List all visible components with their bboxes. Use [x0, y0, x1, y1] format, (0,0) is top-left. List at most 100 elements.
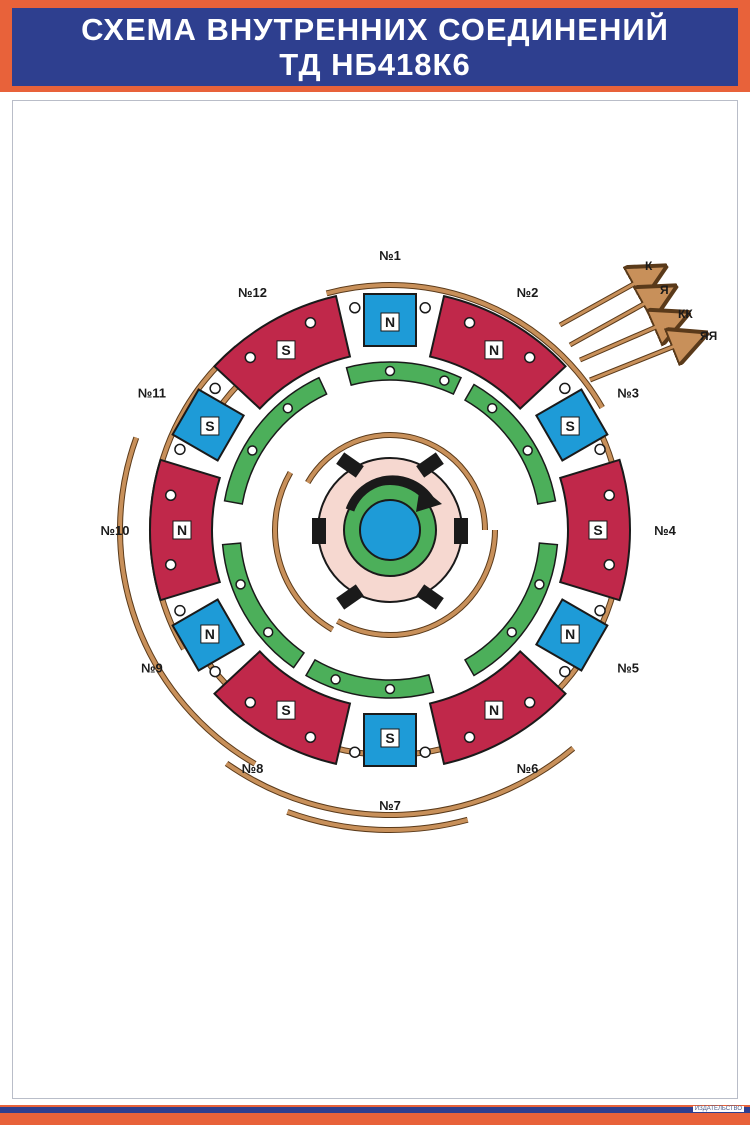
winding-arc: [463, 383, 557, 505]
polarity-box: [560, 416, 580, 436]
pole-polarity-label: S: [281, 702, 290, 718]
pole-3: S №3: [534, 382, 639, 462]
pole-polarity-label: S: [593, 522, 602, 538]
pole-terminal: [244, 696, 257, 709]
pole-terminal: [174, 443, 186, 456]
pole-name-label: №1: [379, 248, 401, 263]
inner-wire: [305, 433, 487, 531]
pole-polarity-label: N: [565, 626, 575, 642]
pole-terminal: [174, 604, 186, 617]
pole-terminal: [209, 382, 221, 395]
pole-polarity-label: S: [281, 342, 290, 358]
pole-name-label: №12: [238, 285, 267, 300]
winding-terminal: [522, 445, 533, 456]
polarity-box: [200, 416, 220, 436]
polarity-box: [276, 700, 296, 720]
pole-terminal: [244, 351, 257, 364]
armature-core: [359, 499, 421, 561]
brush-holder-top-left: [336, 452, 364, 478]
pole-terminal: [164, 489, 177, 502]
winding-arc: [463, 542, 559, 677]
title-line-1: СХЕМА ВНУТРЕННИХ СОЕДИНЕНИЙ: [81, 12, 669, 47]
winding-terminal: [506, 626, 518, 638]
pole-terminal: [603, 558, 616, 571]
winding-terminal: [235, 579, 246, 590]
pole-terminal: [559, 382, 571, 395]
brush-holder-left: [312, 518, 326, 544]
winding-arc: [223, 376, 328, 505]
pole-1: N №1: [349, 248, 431, 347]
pole-polarity-label: S: [565, 418, 574, 434]
pole-name-label: №2: [517, 285, 539, 300]
polarity-box: [560, 624, 580, 644]
pole-terminal: [603, 489, 616, 502]
lead-k-wire-fill: [559, 273, 651, 327]
pole-name-label: №9: [141, 661, 163, 676]
lead-yaya-wire-fill: [589, 338, 691, 382]
pole-terminal: [419, 302, 431, 314]
pole-4: S №4: [558, 458, 677, 602]
title-line-2: ТД НБ418К6: [279, 47, 471, 82]
armature: [312, 452, 468, 610]
pole-name-label: №3: [617, 386, 639, 401]
wire-arc: [326, 283, 604, 409]
pole-terminal: [349, 302, 361, 314]
lead-kk-wire-fill: [579, 318, 673, 362]
pole-terminal: [304, 731, 317, 744]
polarity-box: [588, 520, 608, 540]
pole-terminal: [304, 316, 317, 329]
pole-name-label: №4: [654, 523, 676, 538]
pole-terminal: [559, 665, 571, 678]
winding-terminal: [439, 375, 450, 386]
brush-holder-top-right: [416, 452, 444, 478]
pole-terminal: [463, 316, 476, 329]
pole-polarity-label: N: [205, 626, 215, 642]
polarity-box: [484, 700, 504, 720]
polarity-box: [380, 312, 400, 332]
pole-name-label: №5: [617, 661, 639, 676]
polarity-box: [200, 624, 220, 644]
pole-9: N №9: [141, 598, 246, 678]
lead-ya-wire-fill: [569, 293, 661, 347]
title-bar: СХЕМА ВНУТРЕННИХ СОЕДИНЕНИЙ ТД НБ418К6: [12, 8, 738, 86]
pole-polarity-label: N: [489, 342, 499, 358]
pole-terminal: [463, 731, 476, 744]
pole-polarity-label: S: [205, 418, 214, 434]
pole-terminal: [523, 351, 536, 364]
winding-terminal: [262, 626, 274, 638]
winding-terminal: [534, 579, 545, 590]
lead-label-ya: Я: [660, 283, 669, 297]
pole-terminal: [594, 604, 606, 617]
pole-5: N №5: [534, 598, 639, 678]
pole-polarity-label: N: [385, 314, 395, 330]
pole-terminal: [209, 665, 221, 678]
pole-name-label: №7: [379, 798, 401, 813]
publisher-mark: ИЗДАТЕЛЬСТВО: [692, 1106, 744, 1112]
winding-arc: [304, 658, 435, 699]
pole-2: N №2: [428, 285, 567, 411]
inner-wire: [336, 529, 497, 637]
polarity-box: [172, 520, 192, 540]
bottom-frame-stripe: [0, 1107, 750, 1113]
brush-holder-bottom-left: [336, 584, 364, 610]
pole-terminal: [419, 746, 431, 758]
winding-arc: [345, 361, 462, 396]
winding-terminal: [384, 683, 396, 695]
wire-arc: [225, 746, 575, 817]
lead-label-kk: КК: [678, 307, 693, 321]
brush-holder-right: [454, 518, 468, 544]
pole-polarity-label: N: [489, 702, 499, 718]
wire-arc: [286, 810, 469, 832]
winding-arc: [221, 542, 306, 669]
wire-arc: [118, 436, 257, 766]
rotation-arrowhead-icon: [416, 486, 442, 512]
aux-pole-shape: [363, 713, 417, 767]
windings-layer: [221, 361, 559, 699]
winding-terminal: [330, 674, 341, 685]
pole-12: S №12: [213, 285, 352, 411]
